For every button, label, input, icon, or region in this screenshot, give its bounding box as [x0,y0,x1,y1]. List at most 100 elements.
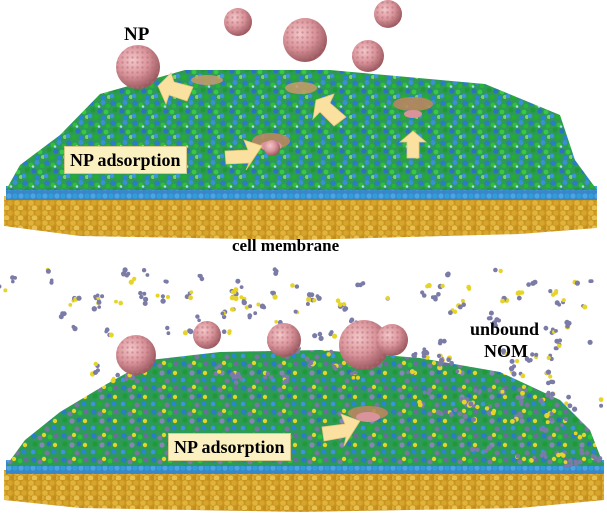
nom-molecule [458,397,469,407]
adsorption-patch [356,412,380,422]
nom-molecule [587,339,593,345]
nanoparticle [267,323,301,357]
nom-molecule [244,304,253,310]
nom-molecule [524,356,533,363]
nanoparticle [116,45,160,89]
nom-molecule [293,309,300,315]
nom-molecule [114,299,123,306]
bottom-nanoparticles [116,320,408,375]
nom-molecule [71,324,78,332]
nom-molecule [95,293,105,300]
nom-molecule [493,267,503,274]
nom-molecule [518,371,526,379]
unbound-nom-molecules [0,267,604,469]
nom-molecule [466,284,472,291]
nom-molecule [220,309,228,320]
adsorption-patch [285,82,317,94]
nom-molecule [483,445,492,453]
nom-molecule [539,450,548,459]
arrow-icon [312,93,347,127]
nom-molecule [546,379,556,386]
label-nom: NOM [484,341,528,361]
bottom-arrows [321,413,361,447]
nom-molecule [312,331,324,341]
nom-molecule [554,300,562,307]
nom-molecule [530,352,539,360]
nom-molecule [563,460,570,469]
nom-molecule [556,450,567,458]
adsorption-patch [191,75,223,85]
nom-molecule [573,431,583,440]
nom-molecule [422,390,431,396]
nanoparticle [339,320,389,370]
nom-molecule [262,371,274,380]
nom-molecule [417,399,425,409]
nom-molecule [455,368,462,375]
arrow-icon [321,413,361,447]
nom-molecule [513,413,524,422]
nom-molecule [596,456,603,463]
top-nanoparticles [116,0,402,156]
nom-molecule [89,368,100,377]
nanoparticle [352,40,384,72]
nanoparticle [264,140,280,156]
nom-molecule [247,311,258,320]
nom-molecule [590,454,598,461]
nanoparticle [224,8,252,36]
nom-molecule [538,397,546,404]
nom-molecule [567,403,578,412]
nom-molecule [49,278,54,285]
arrow-icon [398,130,428,159]
nom-molecule [529,455,536,463]
nom-molecule [448,308,458,316]
nom-molecule [221,329,232,335]
nom-molecule [539,426,549,433]
nom-molecule [564,319,572,330]
nanoparticle [116,335,156,375]
nanoparticle [374,0,402,28]
nom-molecule [437,360,444,371]
nom-molecule [420,290,427,298]
nom-molecule [484,404,496,416]
bottom-membrane-surface [6,350,604,466]
nom-molecule [72,295,82,302]
nom-molecule [326,349,334,357]
arrow-icon [157,72,194,106]
nom-molecule [256,302,267,310]
nom-molecule [564,394,571,406]
nom-molecule [165,325,171,336]
label-unbound: unbound [470,319,540,339]
nom-molecule [141,268,150,277]
nom-molecule [486,310,494,321]
nom-molecule [456,298,467,310]
nom-molecule [553,342,562,351]
nom-molecule [515,290,525,301]
nom-molecule [572,279,581,286]
nom-molecule [588,279,594,284]
nom-molecule [213,366,222,376]
nom-molecule [229,295,239,302]
nom-molecule [182,328,194,336]
top-membrane-gold-layer [4,196,597,240]
nom-molecule [430,292,441,302]
nom-molecule [447,407,458,417]
adsorption-patch [404,110,422,118]
nom-molecule [91,305,101,312]
nom-molecule [411,351,418,359]
nom-molecule [579,448,585,456]
nom-molecule [526,279,538,287]
nom-molecule [355,281,366,288]
nom-molecule [282,374,289,384]
label-np: NP [124,24,150,45]
nom-molecule [104,327,114,338]
nom-molecule [500,295,510,304]
nom-molecule [45,267,51,274]
label-np-adsorption-bottom: NP adsorption [168,433,291,461]
nom-molecule [515,394,524,407]
nom-molecule [544,390,556,398]
nom-molecule [349,370,358,376]
nom-molecule [437,338,447,346]
nom-molecule [229,307,236,312]
